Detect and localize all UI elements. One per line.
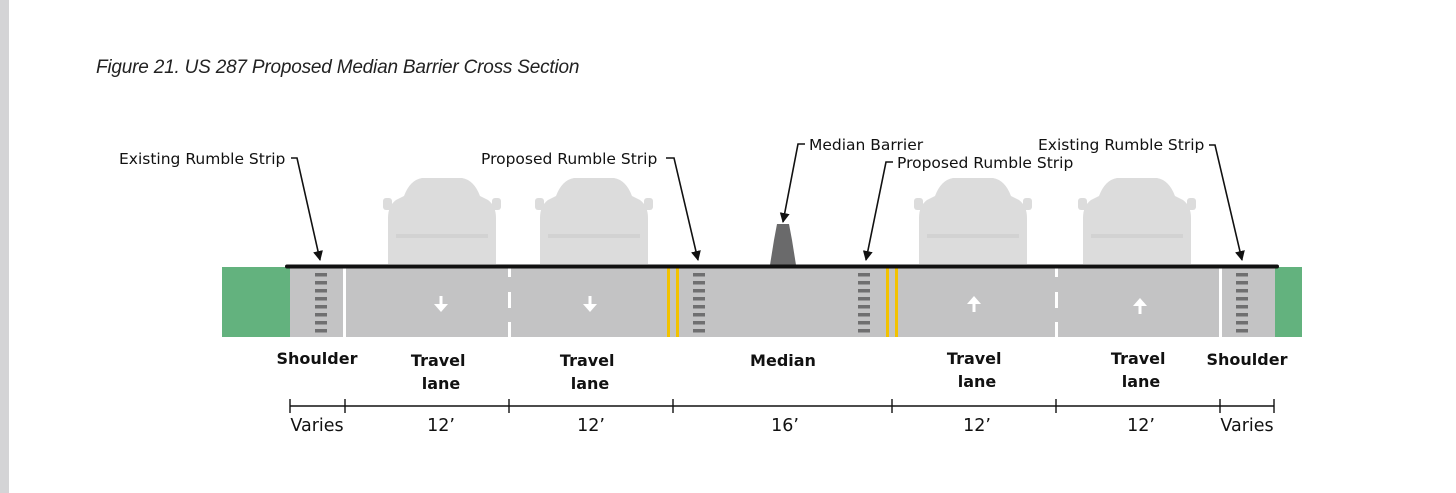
arrow-up-icon (1133, 298, 1147, 314)
callout-existing-rumble-strip-left: Existing Rumble Strip (119, 150, 285, 168)
dimension-label-shoulder-right: Varies (1220, 416, 1273, 436)
grass-right (1275, 267, 1302, 337)
edge-line-right (1219, 267, 1222, 337)
arrow-down-icon (583, 296, 597, 312)
dimension-label-lane-1: 12’ (427, 416, 455, 436)
leader-existing-rumble-left (291, 157, 323, 261)
car-icon (914, 178, 1032, 264)
arrow-down-icon (434, 296, 448, 312)
segment-label-shoulder-left: Shoulder (277, 349, 358, 368)
car-icon (1078, 178, 1196, 264)
dimension-line (289, 399, 1275, 413)
leader-existing-rumble-right (1209, 144, 1245, 261)
callout-median-barrier: Median Barrier (809, 136, 924, 154)
segment-label-travel-lane-3: Travel lane (947, 349, 1007, 391)
leader-proposed-rumble-left (666, 157, 701, 261)
arrow-up-icon (967, 296, 981, 312)
car-icon (383, 178, 501, 264)
callout-proposed-rumble-strip-left: Proposed Rumble Strip (481, 150, 657, 168)
leader-median-barrier (779, 143, 805, 223)
segment-label-travel-lane-1: Travel lane (411, 351, 471, 393)
dimension-label-lane-3: 12’ (963, 416, 991, 436)
callout-proposed-rumble-strip-right: Proposed Rumble Strip (897, 154, 1073, 172)
pavement (290, 267, 1275, 337)
yellow-double-line-left (667, 267, 679, 337)
car-icon (535, 178, 653, 264)
grass-left (222, 267, 290, 337)
segment-label-travel-lane-2: Travel lane (560, 351, 620, 393)
dimension-label-median: 16’ (771, 416, 799, 436)
segment-label-shoulder-right: Shoulder (1207, 350, 1288, 369)
lane-line-dashed-right (1055, 267, 1058, 337)
dimension-label-lane-4: 12’ (1127, 416, 1155, 436)
segment-label-travel-lane-4: Travel lane (1111, 349, 1171, 391)
figure-title: Figure 21. US 287 Proposed Median Barrie… (96, 57, 580, 78)
dimension-label-shoulder-left: Varies (290, 416, 343, 436)
edge-line-left (343, 267, 346, 337)
yellow-double-line-right (886, 267, 898, 337)
leader-proposed-rumble-right (862, 161, 893, 261)
median-barrier-icon (770, 224, 796, 265)
page-left-edge (0, 0, 9, 493)
segment-label-median: Median (750, 351, 816, 370)
dimension-label-lane-2: 12’ (577, 416, 605, 436)
lane-line-dashed-left (508, 267, 511, 337)
callout-existing-rumble-strip-right: Existing Rumble Strip (1038, 136, 1204, 154)
